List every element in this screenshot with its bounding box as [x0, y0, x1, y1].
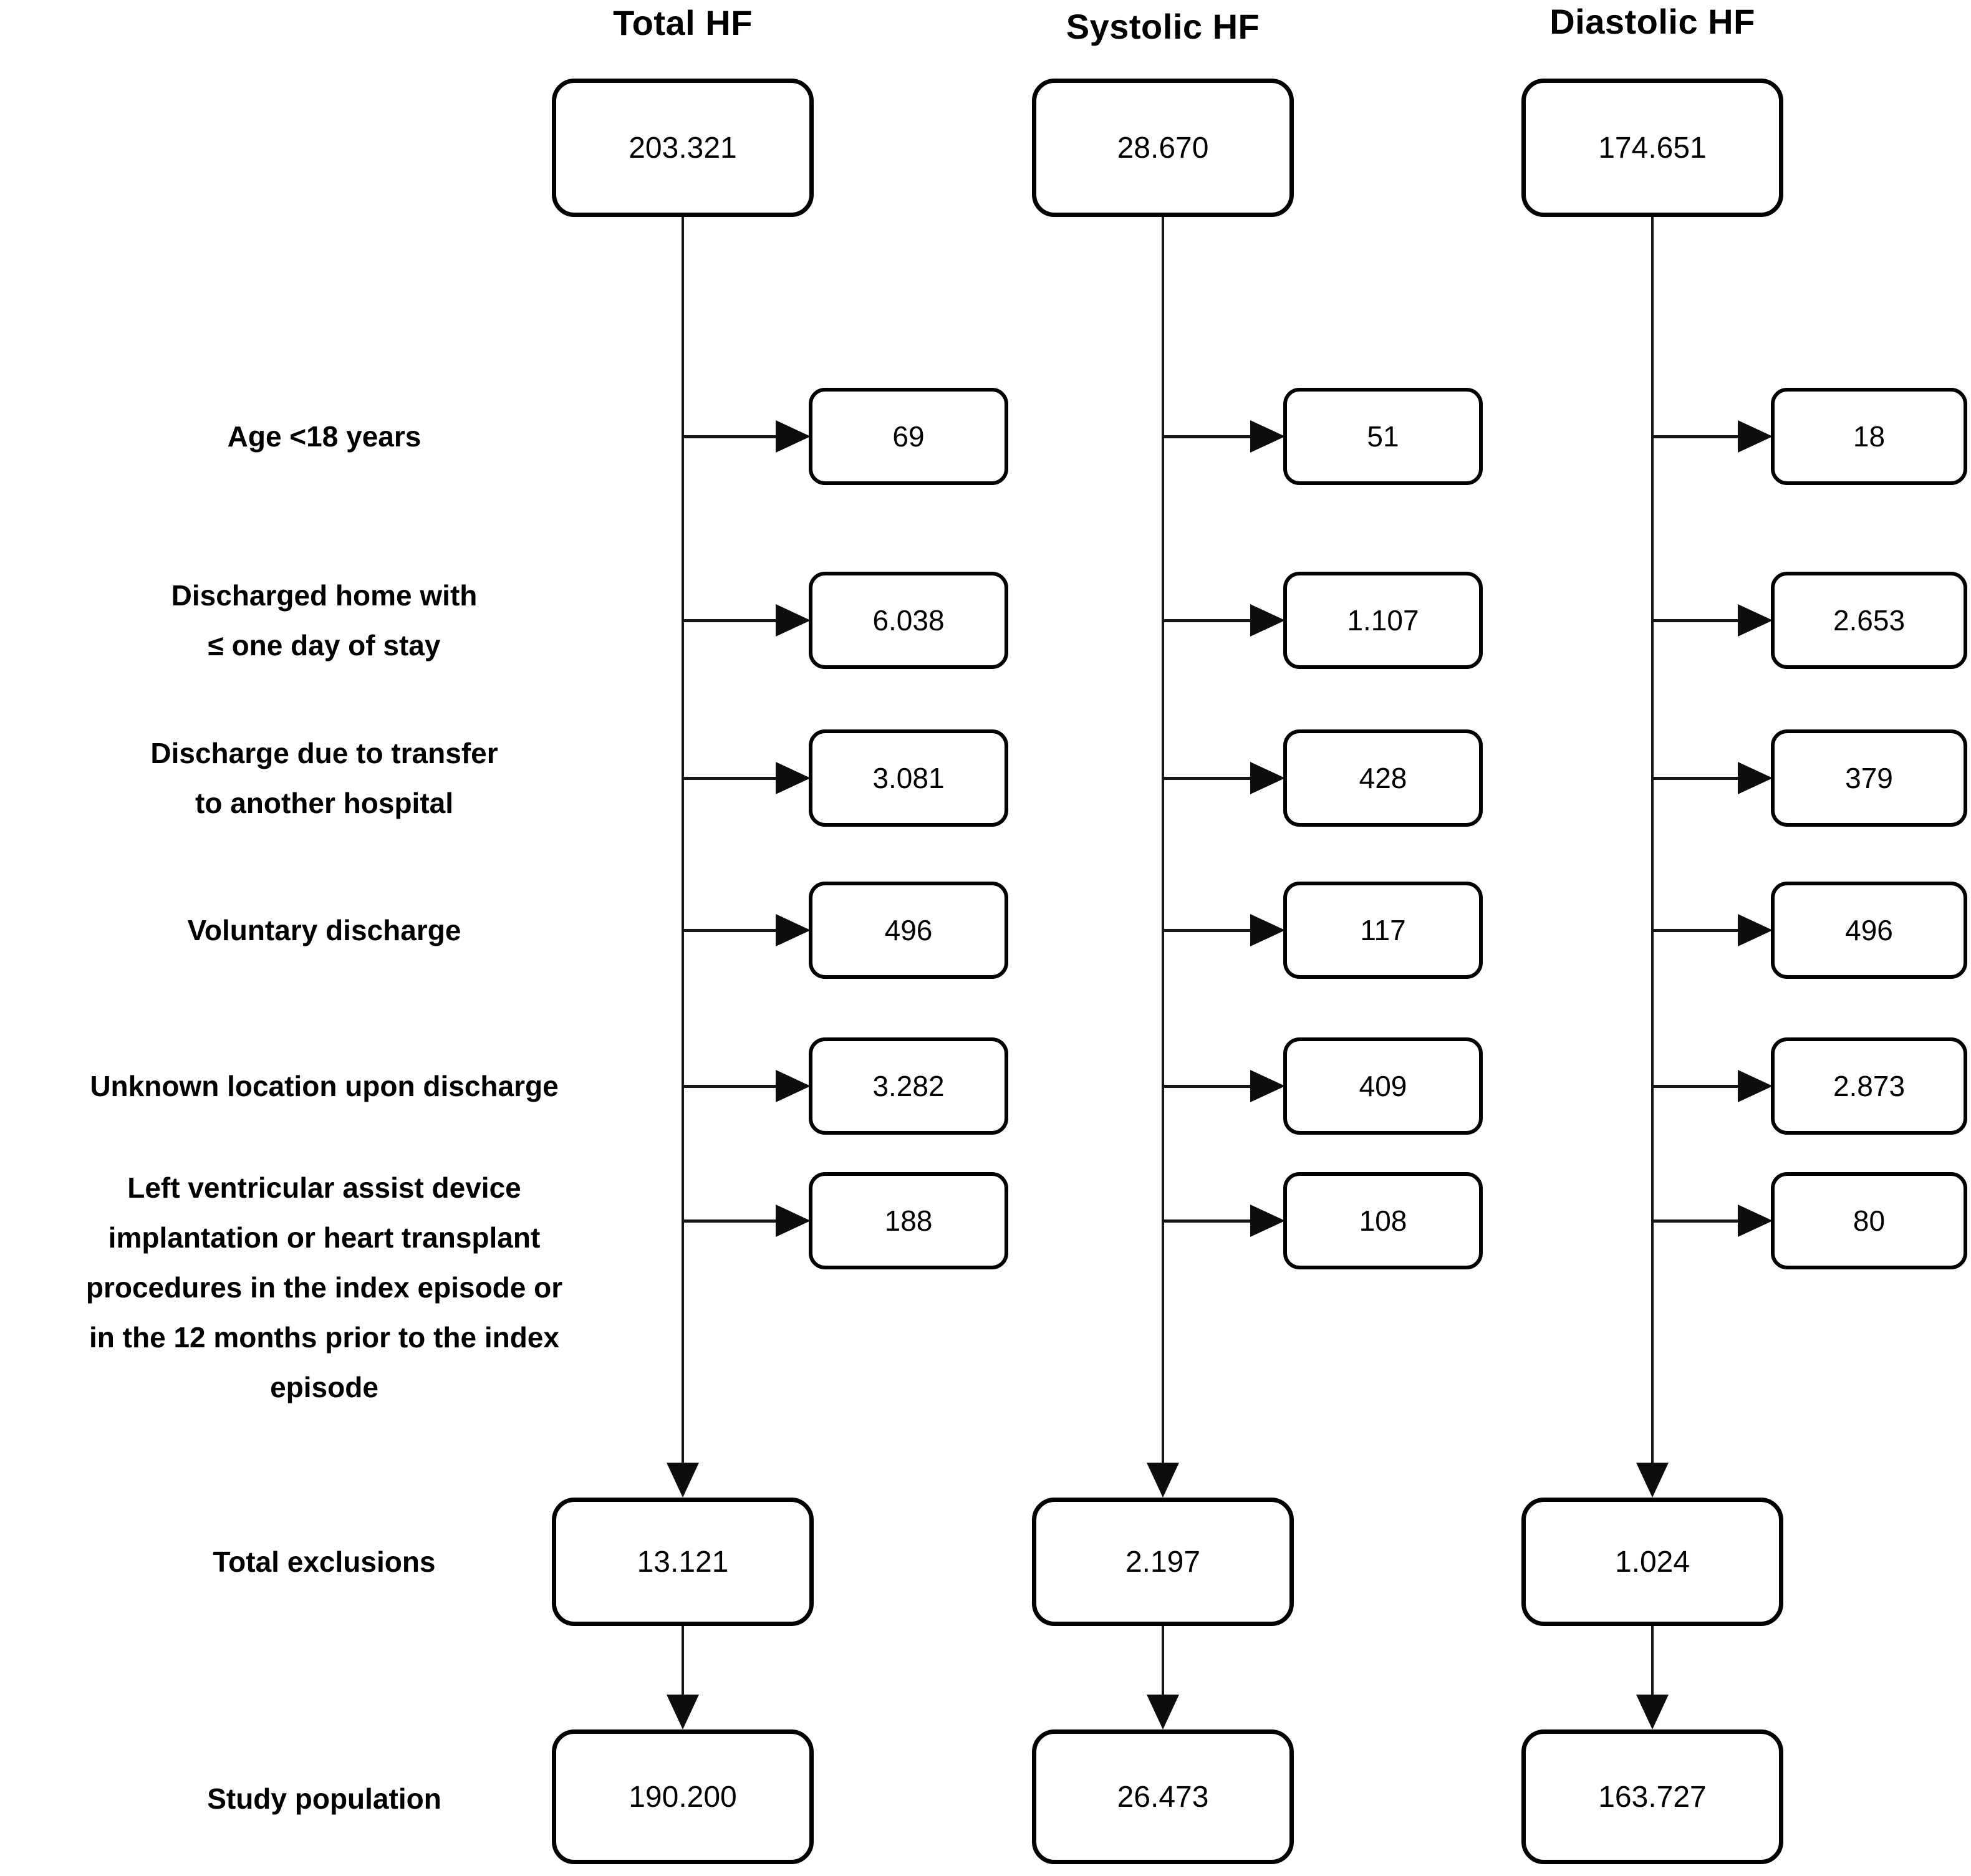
column-header-diastolic-hf: Diastolic HF: [1549, 2, 1755, 41]
exclusion-box: 69: [809, 388, 1008, 485]
study-population-box-systolic: 26.473: [1032, 1729, 1294, 1864]
flow-arrow: [684, 929, 778, 932]
exclusion-box: 6.038: [809, 572, 1008, 669]
flow-arrow: [684, 1085, 778, 1088]
initial-count-box-diastolic: 174.651: [1521, 79, 1783, 217]
flow-arrow: [684, 777, 778, 780]
arrowhead-right-icon: [776, 420, 811, 453]
arrowhead-down-icon: [667, 1695, 699, 1729]
total-exclusions-label: Total exclusions: [213, 1546, 436, 1578]
arrowhead-right-icon: [1250, 1205, 1285, 1237]
exclusion-box: 3.282: [809, 1037, 1008, 1135]
exclusion-box: 1.107: [1283, 572, 1483, 669]
flow-line-diastolic: [1651, 217, 1654, 1468]
total-exclusions-box-systolic: 2.197: [1032, 1498, 1294, 1626]
flow-arrow: [1654, 1085, 1740, 1088]
arrowhead-right-icon: [1738, 604, 1773, 637]
study-population-box-total: 190.200: [552, 1729, 814, 1864]
exclusion-label-transfer: Discharge due to transfer to another hos…: [150, 737, 498, 819]
exclusion-box: 496: [809, 882, 1008, 979]
exclusion-box: 117: [1283, 882, 1483, 979]
flow-arrow: [1654, 1219, 1740, 1223]
exclusion-box: 409: [1283, 1037, 1483, 1135]
flow-line-total: [682, 217, 684, 1468]
exclusion-label-discharged-home: Discharged home with ≤ one day of stay: [171, 579, 478, 661]
arrowhead-right-icon: [776, 762, 811, 794]
arrowhead-right-icon: [1738, 1205, 1773, 1237]
exclusion-box: 428: [1283, 729, 1483, 827]
flow-arrow: [1164, 435, 1256, 438]
total-exclusions-box-diastolic: 1.024: [1521, 1498, 1783, 1626]
arrowhead-right-icon: [1738, 762, 1773, 794]
exclusion-label-age: Age <18 years: [227, 420, 422, 453]
exclusion-box: 18: [1771, 388, 1967, 485]
arrowhead-right-icon: [1738, 1070, 1773, 1102]
flow-arrow: [684, 1219, 778, 1223]
total-exclusions-box-total: 13.121: [552, 1498, 814, 1626]
arrowhead-right-icon: [1250, 420, 1285, 453]
flow-line-diastolic: [1651, 1626, 1654, 1696]
flow-arrow: [1164, 1085, 1256, 1088]
study-population-label: Study population: [207, 1782, 441, 1815]
column-header-systolic-hf: Systolic HF: [1066, 7, 1260, 46]
study-population-box-diastolic: 163.727: [1521, 1729, 1783, 1864]
exclusion-box: 51: [1283, 388, 1483, 485]
arrowhead-down-icon: [1636, 1695, 1669, 1729]
arrowhead-right-icon: [1250, 604, 1285, 637]
initial-count-box-systolic: 28.670: [1032, 79, 1294, 217]
arrowhead-down-icon: [667, 1463, 699, 1498]
flow-arrow: [1164, 619, 1256, 622]
arrowhead-right-icon: [1738, 914, 1773, 946]
exclusion-box: 108: [1283, 1172, 1483, 1269]
column-header-total-hf: Total HF: [613, 3, 753, 42]
exclusion-box: 496: [1771, 882, 1967, 979]
exclusion-box: 379: [1771, 729, 1967, 827]
arrowhead-right-icon: [776, 1205, 811, 1237]
flow-arrow: [1654, 435, 1740, 438]
arrowhead-right-icon: [1250, 914, 1285, 946]
flow-arrow: [684, 435, 778, 438]
exclusion-box: 2.873: [1771, 1037, 1967, 1135]
exclusion-label-voluntary: Voluntary discharge: [187, 914, 461, 946]
arrowhead-right-icon: [776, 1070, 811, 1102]
exclusion-label-lvad-transplant: Left ventricular assist device implantat…: [85, 1171, 563, 1403]
flow-arrow: [1164, 929, 1256, 932]
flow-arrow: [1654, 929, 1740, 932]
arrowhead-right-icon: [1738, 420, 1773, 453]
flow-line-systolic: [1162, 1626, 1164, 1696]
flow-arrow: [1654, 777, 1740, 780]
arrowhead-down-icon: [1636, 1463, 1669, 1498]
arrowhead-down-icon: [1147, 1463, 1179, 1498]
exclusion-box: 2.653: [1771, 572, 1967, 669]
arrowhead-right-icon: [1250, 1070, 1285, 1102]
arrowhead-right-icon: [776, 604, 811, 637]
arrowhead-right-icon: [1250, 762, 1285, 794]
flow-arrow: [1164, 1219, 1256, 1223]
exclusion-box: 3.081: [809, 729, 1008, 827]
arrowhead-right-icon: [776, 914, 811, 946]
flow-arrow: [1164, 777, 1256, 780]
flow-line-total: [682, 1626, 684, 1696]
initial-count-box-total: 203.321: [552, 79, 814, 217]
exclusion-box: 188: [809, 1172, 1008, 1269]
exclusion-box: 80: [1771, 1172, 1967, 1269]
flow-line-systolic: [1162, 217, 1164, 1468]
exclusion-label-unknown-location: Unknown location upon discharge: [90, 1070, 559, 1102]
arrowhead-down-icon: [1147, 1695, 1179, 1729]
flow-arrow: [1654, 619, 1740, 622]
flow-arrow: [684, 619, 778, 622]
